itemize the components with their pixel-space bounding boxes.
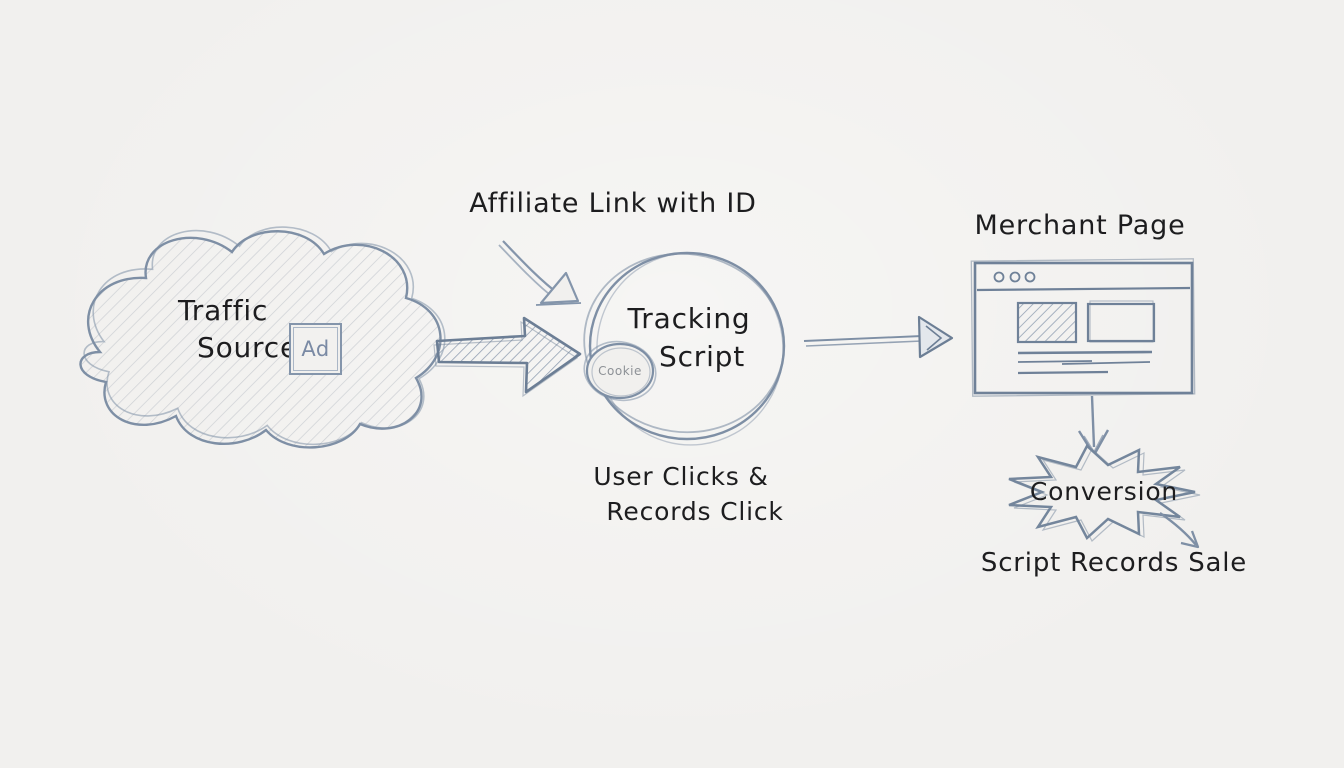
hero-image-placeholder [1016, 301, 1078, 344]
cookie-label: Cookie [598, 364, 642, 378]
affiliate-link-label: Affiliate Link with ID [469, 188, 757, 219]
flow-arrow-script-to-merchant [803, 315, 954, 359]
tracking-script-label-line2: Script [658, 340, 746, 373]
affiliate-link-arrow [498, 240, 582, 306]
traffic-source-label-line2: Source [197, 331, 298, 364]
tracking-script-label-line1: Tracking [627, 302, 751, 335]
script-records-sale-label: Script Records Sale [980, 548, 1248, 578]
flow-arrow-merchant-to-conversion [1077, 395, 1110, 457]
browser-window-dots [993, 271, 1036, 283]
flow-arrow-source-to-script [433, 316, 582, 398]
merchant-page-label: Merchant Page [974, 210, 1186, 241]
content-box-placeholder [1086, 302, 1156, 343]
user-clicks-label-line2: Records Click [606, 497, 784, 526]
merchant-browser-window [970, 258, 1196, 397]
text-line-placeholders [1017, 350, 1153, 375]
conversion-label: Conversion [1029, 477, 1179, 506]
ad-badge: Ad [289, 323, 342, 375]
traffic-source-cloud [79, 226, 446, 449]
cookie-circle [583, 340, 657, 402]
conversion-starburst [1008, 443, 1201, 542]
traffic-source-label-line1: Traffic [178, 294, 269, 327]
ad-badge-label: Ad [301, 337, 330, 361]
flow-arrow-conversion-to-sale [1159, 512, 1200, 549]
user-clicks-label-line1: User Clicks & [593, 462, 769, 491]
